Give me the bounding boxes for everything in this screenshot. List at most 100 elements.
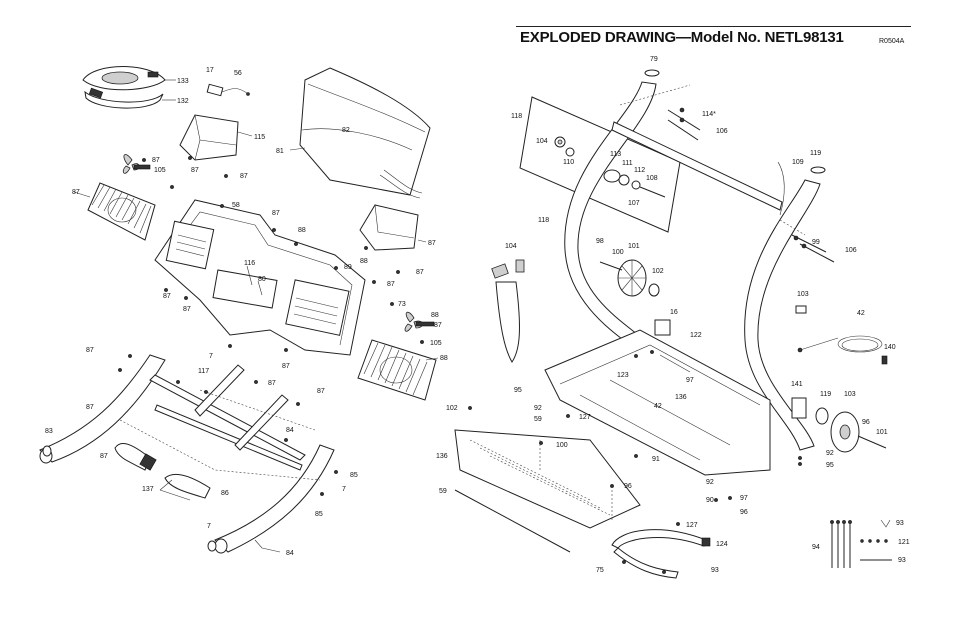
- callout-label: 87: [317, 388, 325, 395]
- dashline-b: [779, 219, 806, 236]
- callout-label: 115: [254, 134, 265, 141]
- callout-label: 103: [797, 291, 809, 298]
- drawing-code: R0504A: [879, 38, 905, 45]
- callout-label: 102: [446, 405, 458, 412]
- part-16: [795, 305, 807, 314]
- part-fan-left: [122, 154, 151, 174]
- callout-labels: 133 132 17 56 115 81 82 87 105 87 87 87 …: [45, 56, 910, 574]
- part-speaker-grille-left: [73, 182, 156, 241]
- callout-label: 113: [610, 151, 621, 158]
- callout-label: 59: [534, 416, 542, 423]
- callout-label: 88: [360, 258, 368, 265]
- callout-label: 96: [740, 509, 748, 516]
- part-118-cap-b: [810, 166, 826, 174]
- part-94-handle: [611, 529, 711, 579]
- callout-label: 73: [398, 301, 406, 308]
- callout-label: 132: [177, 98, 189, 105]
- page-title: EXPLODED DRAWING—Model No. NETL98131: [520, 29, 844, 46]
- part-console-shell: [289, 67, 431, 199]
- part-hand-grip: [82, 66, 176, 109]
- callout-label: 87: [191, 167, 199, 174]
- callout-label: 87: [86, 404, 94, 411]
- callout-label: 87: [282, 363, 290, 370]
- callout-label: 124: [716, 541, 728, 548]
- callout-label: 87: [240, 173, 248, 180]
- hardware-kit: [830, 519, 892, 568]
- callout-label: 121: [898, 539, 910, 546]
- callout-label: 84: [286, 550, 294, 557]
- callout-label: 104: [536, 138, 548, 145]
- callout-label: 42: [857, 310, 865, 317]
- callout-label: 103: [844, 391, 856, 398]
- title-rule: [516, 26, 911, 27]
- callout-label: 105: [154, 167, 166, 174]
- callout-label: 119: [810, 150, 821, 157]
- callout-label: 87: [100, 453, 108, 460]
- dashline-a: [619, 84, 691, 106]
- callout-label: 133: [177, 78, 189, 85]
- callout-label: 87: [86, 347, 94, 354]
- callout-label: 127: [686, 522, 698, 529]
- callout-label: 93: [896, 520, 904, 527]
- part-98: [491, 259, 525, 363]
- part-wire-harness: [206, 83, 250, 97]
- callout-label: 87: [434, 322, 442, 329]
- callout-label: 87: [183, 306, 191, 313]
- callout-label: 118: [511, 113, 522, 120]
- part-crossbar-frame: [119, 364, 321, 481]
- inset-parts: [554, 136, 666, 198]
- callout-label: 58: [232, 202, 240, 209]
- callout-label: 116: [244, 260, 255, 267]
- callout-label: 93: [711, 567, 719, 574]
- callout-label: 93: [898, 557, 906, 564]
- frame-assembly: [454, 69, 892, 579]
- callout-label: 79: [650, 56, 658, 63]
- callout-label: 83: [45, 428, 53, 435]
- callout-label: 111: [622, 160, 633, 167]
- callout-label: 106: [716, 128, 728, 135]
- callout-label: 96: [624, 483, 632, 490]
- callout-label: 86: [221, 490, 229, 497]
- part-91-hood: [454, 429, 641, 553]
- callout-label: 82: [342, 127, 350, 134]
- bolts-104-106: [667, 107, 835, 263]
- callout-label: 85: [315, 511, 323, 518]
- callout-label: 59: [439, 488, 447, 495]
- callout-label: 84: [286, 427, 294, 434]
- callout-label: 87: [268, 380, 276, 387]
- part-speaker-grille-right: [357, 339, 439, 401]
- part-118-cap: [644, 69, 660, 77]
- callout-label: 118: [538, 217, 549, 224]
- callout-label: 127: [579, 414, 591, 421]
- part-flywheel: [599, 259, 660, 297]
- callout-label: 101: [876, 429, 888, 436]
- callout-label: 101: [628, 243, 640, 250]
- callout-label: 56: [234, 70, 242, 77]
- callout-label: 136: [675, 394, 687, 401]
- part-122-cable: [797, 335, 888, 365]
- callout-label: 87: [163, 293, 171, 300]
- callout-label: 92: [826, 450, 834, 457]
- callout-label: 108: [646, 175, 658, 182]
- callout-label: 7: [342, 486, 346, 493]
- callout-label: 88: [440, 355, 448, 362]
- callout-label: 123: [617, 372, 629, 379]
- callout-label: 107: [628, 200, 640, 207]
- callout-label: 87: [416, 269, 424, 276]
- callout-label: 87: [387, 281, 395, 288]
- callout-label: 106: [845, 247, 857, 254]
- callout-label: 87: [272, 210, 280, 217]
- callout-label: 104: [505, 243, 517, 250]
- part-119-wire: [777, 161, 785, 216]
- part-housing-right: [359, 204, 427, 251]
- part-console-base: [154, 199, 366, 356]
- callout-label: 100: [612, 249, 624, 256]
- screws-left: [118, 156, 424, 496]
- callout-label: 137: [142, 486, 154, 493]
- callout-label: 87: [72, 189, 80, 196]
- callout-label: 16: [670, 309, 678, 316]
- callout-label: 99: [812, 239, 820, 246]
- callout-label: 122: [690, 332, 702, 339]
- part-right-wheel: [815, 407, 887, 453]
- part-upper-crossbar: [611, 121, 783, 211]
